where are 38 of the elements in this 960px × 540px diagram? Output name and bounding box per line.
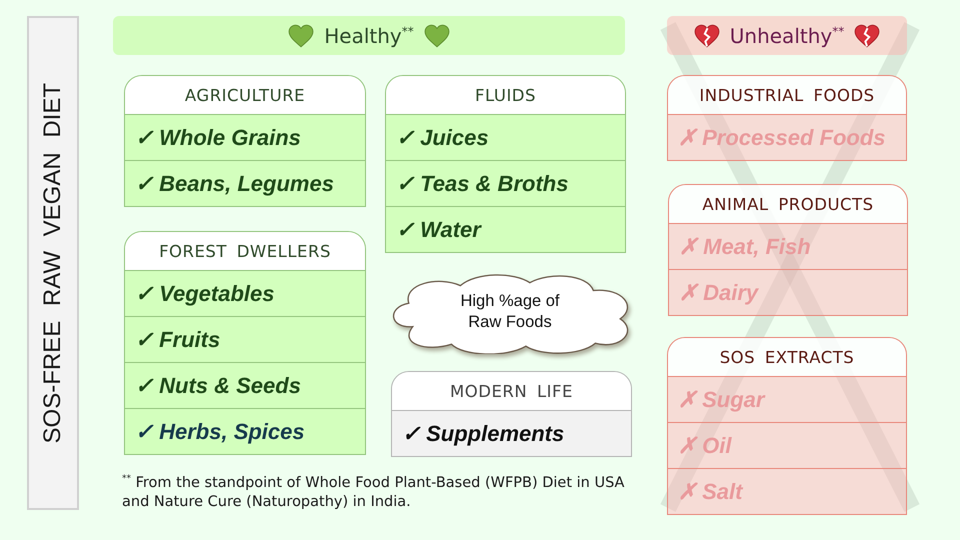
food-item: ✓ Juices	[386, 114, 625, 160]
category-card	[667, 75, 907, 161]
cloud-text: High %age of Raw Foods	[459, 290, 561, 333]
category-heading: FOREST DWELLERS	[125, 232, 365, 270]
category-card	[391, 371, 632, 457]
food-item: ✓ Whole Grains	[125, 114, 365, 160]
category-heading: INDUSTRIAL FOODS	[668, 76, 906, 114]
food-item: ✗ Salt	[668, 468, 906, 514]
category-banner	[667, 16, 907, 55]
category-heading: MODERN LIFE	[392, 372, 631, 410]
food-item: ✓ Water	[386, 206, 625, 252]
category-card	[667, 337, 907, 515]
food-item: ✓ Nuts & Seeds	[125, 362, 365, 408]
food-item: ✗ Processed Foods	[668, 114, 906, 160]
label-box	[27, 16, 79, 510]
food-item: ✗ Dairy	[669, 269, 907, 315]
footnote: $^{**}$ From the standpoint of Whole Food Plant-Based (WFPB) Diet in USA and Nature Cure (Naturopathy) in India.	[122, 474, 626, 512]
category-card	[124, 231, 366, 455]
food-item: ✗ Sugar	[668, 376, 906, 422]
category-card	[385, 75, 626, 253]
category-heading: AGRICULTURE	[125, 76, 365, 114]
category-card	[668, 184, 908, 316]
food-item: ✓ Supplements	[392, 410, 631, 456]
food-item: ✗ Oil	[668, 422, 906, 468]
food-item: ✓ Teas & Broths	[386, 160, 625, 206]
food-item: ✓ Vegetables	[125, 270, 365, 316]
banner-label: Healthy$^{**}$	[324, 24, 414, 48]
food-item: ✗ Meat, Fish	[669, 223, 907, 269]
category-card	[124, 75, 366, 207]
food-item: ✓ Fruits	[125, 316, 365, 362]
vertical-label: SOS-FREE RAW VEGAN DIET	[39, 82, 67, 444]
food-item: ✓ Beans, Legumes	[125, 160, 365, 206]
banner-label: Unhealthy$^{**}$	[730, 24, 844, 48]
category-heading: FLUIDS	[386, 76, 625, 114]
category-heading: ANIMAL PRODUCTS	[669, 185, 907, 223]
category-banner	[113, 16, 625, 55]
food-item: ✓ Herbs, Spices	[125, 408, 365, 454]
category-heading: SOS EXTRACTS	[668, 338, 906, 376]
